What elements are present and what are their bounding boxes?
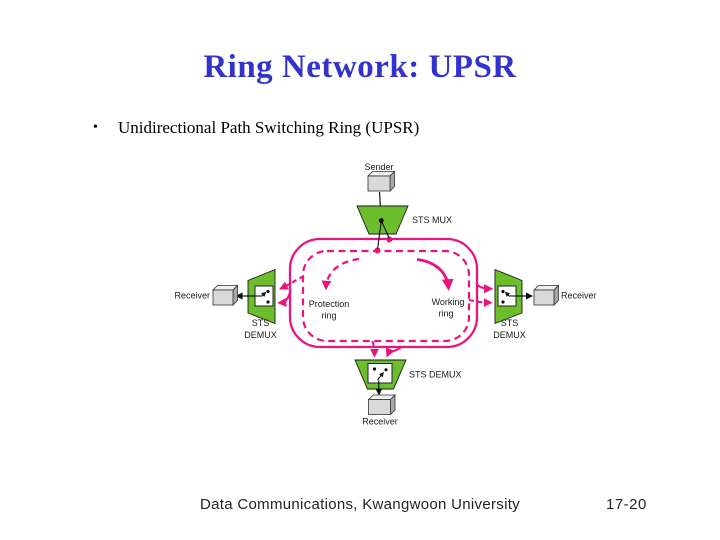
- bottom-switch-icon: [367, 363, 393, 384]
- sts-mux-label: STS MUX: [412, 215, 452, 225]
- bullet-marker: •: [93, 120, 98, 135]
- working-ring-outer: [288, 237, 479, 349]
- left-demux-label-line2: DEMUX: [244, 330, 277, 340]
- protection-ring-label-line2: ring: [321, 311, 336, 321]
- bullet-item: • Unidirectional Path Switching Ring (UP…: [93, 118, 673, 138]
- slide-title: Ring Network: UPSR: [203, 49, 517, 85]
- footer-text: Data Communications, Kwangwoon Universit…: [200, 496, 520, 513]
- ring-to-left-demux-arrows: [277, 275, 305, 308]
- right-receiver-box-icon: [533, 284, 560, 306]
- sender-box-icon: [367, 170, 396, 192]
- right-demux-label-line1: STS: [501, 318, 519, 328]
- ring-to-right-demux-arrows: [468, 282, 494, 308]
- working-ring-tap-dot: [386, 236, 393, 243]
- right-demux-node: Receiver STS DEMUX: [493, 268, 597, 340]
- left-demux-label-line1: STS: [252, 318, 270, 328]
- sender-device: Sender: [364, 162, 396, 192]
- bottom-demux-label: STS DEMUX: [409, 370, 462, 380]
- protection-ring-tap-dot: [374, 247, 381, 254]
- bottom-receiver-label: Receiver: [362, 417, 398, 427]
- right-demux-label-line2: DEMUX: [493, 330, 526, 340]
- sender-label: Sender: [364, 162, 393, 172]
- right-receiver-label: Receiver: [561, 291, 597, 301]
- sts-mux: STS MUX: [356, 191, 452, 250]
- left-switch-icon: [254, 285, 274, 307]
- bullet-text: Unidirectional Path Switching Ring (UPSR…: [118, 118, 420, 137]
- left-demux-node: Receiver STS DEMUX: [174, 268, 277, 340]
- protection-ring-label-line1: Protection: [309, 299, 350, 309]
- protection-ring-inner: [301, 249, 471, 343]
- working-ring-label-line1: Working: [432, 297, 465, 307]
- left-receiver-label: Receiver: [174, 291, 210, 301]
- page-number: 17-20: [606, 496, 647, 513]
- bottom-receiver-box-icon: [367, 394, 396, 416]
- right-switch-icon: [497, 285, 517, 307]
- bottom-demux-node: STS DEMUX Receiver: [354, 359, 462, 427]
- protection-direction-arrow: [321, 257, 360, 291]
- working-direction-arrow: [416, 258, 454, 291]
- working-ring-label-line2: ring: [438, 309, 453, 319]
- left-receiver-box-icon: [212, 284, 239, 306]
- ring-to-bottom-demux-arrows: [370, 340, 403, 358]
